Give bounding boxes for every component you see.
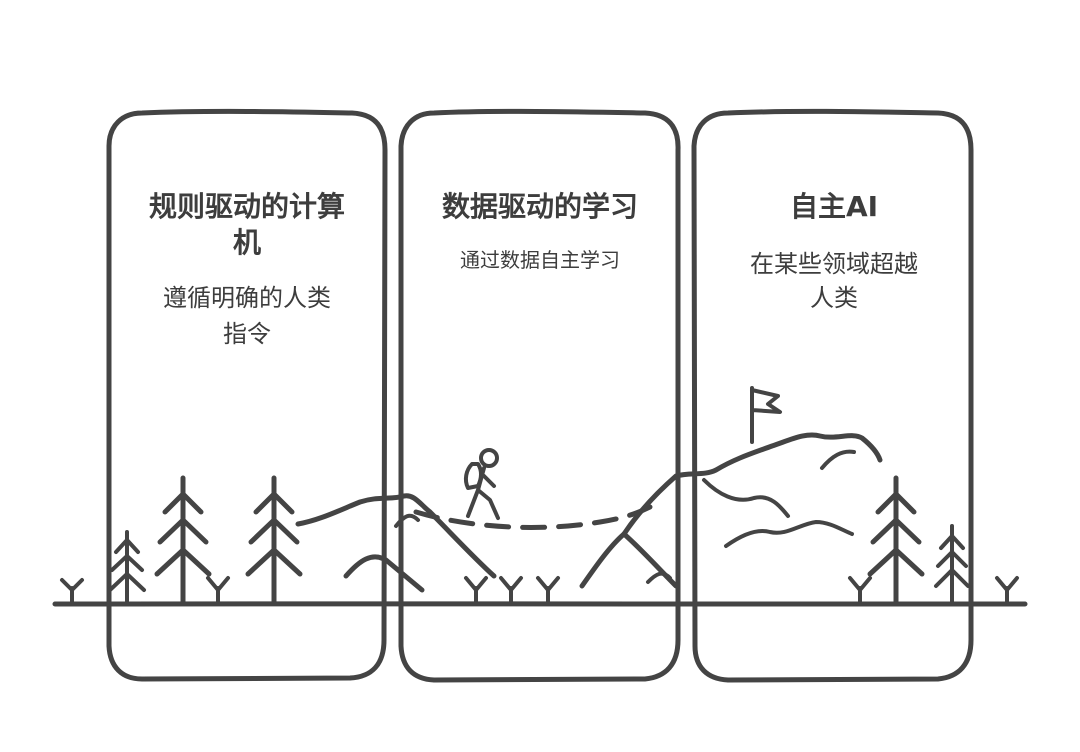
panel-2-text: 数据驱动的学习 通过数据自主学习 (442, 190, 638, 272)
pine-tree-icon (108, 530, 146, 604)
panel-1-desc-line-2: 指令 (223, 320, 271, 348)
mountain-icon (295, 493, 497, 579)
mountain-icon (724, 520, 854, 548)
mountain-icon (646, 571, 672, 584)
pine-tree-icon (245, 475, 303, 605)
panel-3-desc-line-1: 在某些领域超越 (750, 250, 918, 278)
panel-1-title-line-2: 机 (233, 226, 261, 259)
grass-sprout-icon (464, 576, 488, 604)
grass-sprout-icon (206, 576, 230, 604)
pine-tree-icon (867, 475, 925, 605)
mountain-icon (820, 449, 856, 470)
pine-tree-icon (934, 524, 970, 604)
ground-line (52, 601, 1028, 607)
panel-3-title-line-1: 自主AI (790, 190, 878, 223)
mountain-icon (343, 554, 425, 593)
panel-2-title-line-1: 数据驱动的学习 (442, 190, 638, 223)
grass-sprouts (60, 576, 1019, 604)
mountain-icon (621, 432, 883, 537)
panel-1-text: 规则驱动的计算 机 遵循明确的人类 指令 (149, 190, 345, 348)
panel-2-frame (398, 108, 681, 683)
left-hills (295, 493, 497, 593)
panel-frames (106, 108, 974, 683)
grass-sprout-icon (60, 578, 84, 604)
pine-tree-icon (154, 475, 212, 605)
panel-3-desc-line-2: 人类 (810, 284, 858, 312)
grass-sprout-icon (536, 576, 560, 604)
mountain-icon (579, 531, 679, 589)
mountain-icon (702, 478, 790, 518)
panel-3-frame (691, 108, 974, 683)
panel-1-frame (106, 108, 388, 682)
panel-1-desc-line-1: 遵循明确的人类 (163, 284, 331, 312)
panel-1-title-line-1: 规则驱动的计算 (149, 190, 345, 223)
panel-3-text: 自主AI 在某些领域超越 人类 (750, 190, 918, 312)
panel-2-desc-line-1: 通过数据自主学习 (460, 248, 620, 272)
middle-mountain (579, 531, 679, 589)
summit-flag-icon (750, 386, 782, 444)
grass-sprout-icon (848, 576, 872, 604)
grass-sprout-icon (995, 576, 1019, 604)
dashed-trail (413, 503, 655, 530)
pine-trees (108, 475, 970, 605)
hiker-icon (463, 448, 500, 520)
grass-sprout-icon (499, 576, 523, 604)
mountain-icon (394, 513, 420, 528)
summit-mountain (621, 386, 883, 548)
